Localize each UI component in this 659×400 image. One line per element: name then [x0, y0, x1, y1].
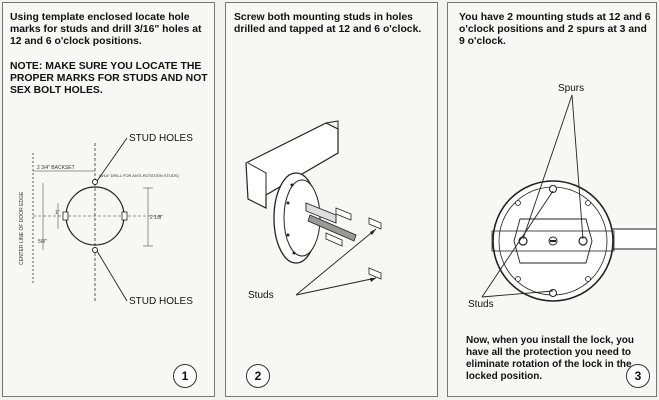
- step-number-1: 1: [173, 364, 197, 388]
- spurs-label: Spurs: [558, 83, 585, 94]
- instruction-panel-1: Using template enclosed locate hole mark…: [2, 2, 215, 397]
- instruction-panel-2: Screw both mounting studs in holes drill…: [225, 2, 438, 397]
- step3-closing: Now, when you install the lock, you have…: [466, 335, 634, 382]
- door-edge-label: CENTER LINE OF DOOR EDGE: [19, 191, 25, 265]
- drill-note: (3/16" DRILL FOR ANTI-ROTATION STUDS): [99, 173, 179, 178]
- instruction-panel-3: You have 2 mounting studs at 12 and 6 o'…: [447, 2, 657, 397]
- stud-holes-label-top: STUD HOLES: [129, 133, 193, 144]
- step-number-3: 3: [626, 364, 650, 388]
- backset-dimension: 2 3/4" BACKSET: [37, 165, 75, 171]
- dimension-left: 5/8": [38, 239, 47, 245]
- drill-template-diagram: [32, 137, 163, 303]
- rose-plate-diagram: [481, 94, 656, 302]
- dimension-right: 2 1/8": [150, 215, 163, 221]
- stud-holes-label-bottom: STUD HOLES: [129, 296, 193, 307]
- step3-instruction: You have 2 mounting studs at 12 and 6 o'…: [459, 12, 651, 47]
- step1-instruction: Using template enclosed locate hole mark…: [10, 12, 202, 47]
- studs-label: Studs: [248, 290, 274, 301]
- dimension-middle: 1": [55, 210, 60, 216]
- step2-instruction: Screw both mounting studs in holes drill…: [234, 12, 422, 35]
- step-number-2: 2: [246, 364, 270, 388]
- studs-label: Studs: [468, 299, 494, 310]
- step1-note: NOTE: MAKE SURE YOU LOCATE THE PROPER MA…: [10, 61, 208, 96]
- lock-mounting-diagram: [245, 120, 382, 296]
